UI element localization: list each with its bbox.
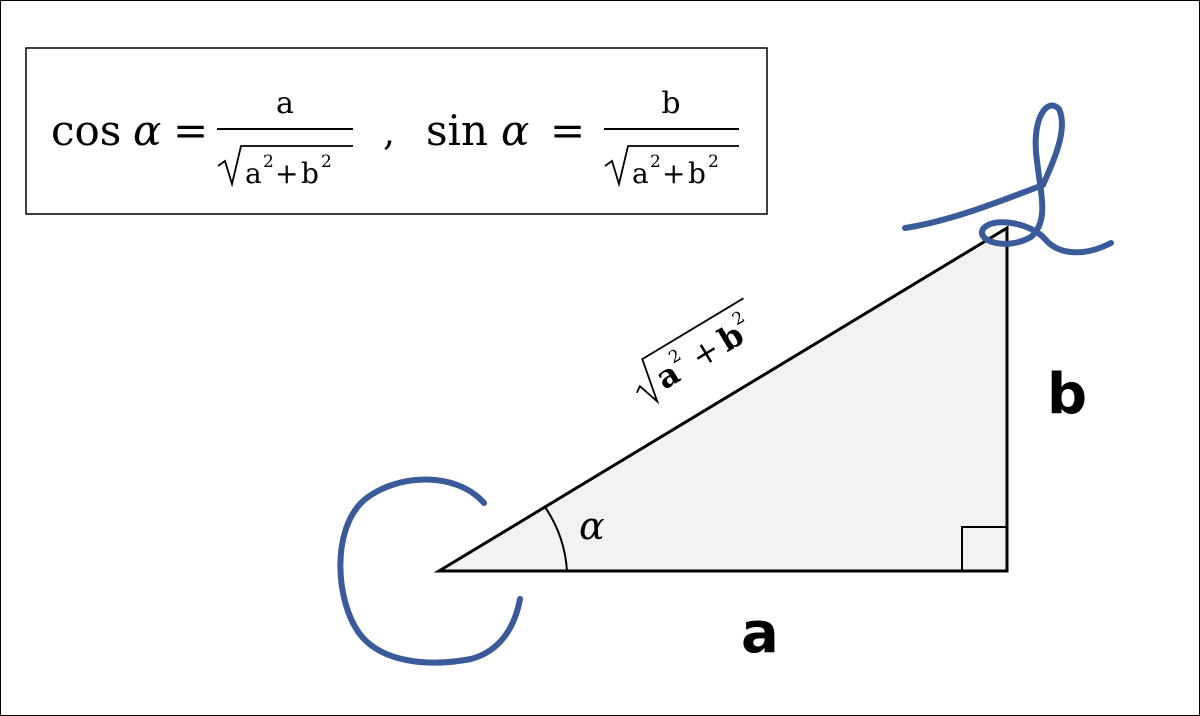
sin-function: sin — [426, 106, 488, 155]
sin-equals: = — [550, 106, 585, 155]
sin-plus: + — [662, 157, 685, 190]
sin-numerator: b — [661, 86, 680, 121]
cos-equals: = — [173, 106, 208, 155]
cos-exp-a: 2 — [263, 152, 274, 172]
sin-alpha: α — [501, 106, 529, 155]
right-triangle — [433, 225, 1009, 573]
sin-exp-b: 2 — [708, 152, 719, 172]
cos-exp-b: 2 — [321, 152, 332, 172]
side-label-b: b — [1047, 362, 1087, 427]
formula-separator: , — [383, 110, 395, 154]
right-angle-marker — [961, 526, 1008, 572]
cos-function: cos — [51, 106, 121, 155]
cos-radicand-b: b — [301, 157, 319, 190]
cos-alpha: α — [133, 106, 161, 155]
sin-radicand-a: a — [632, 157, 649, 190]
sin-sqrt-sign — [604, 145, 739, 188]
side-label-a: a — [741, 601, 779, 666]
sin-radicand-b: b — [688, 157, 706, 190]
loop-scribble — [902, 102, 1114, 256]
angle-arc — [544, 506, 568, 572]
c-shaped-scribble — [337, 476, 523, 666]
cos-radicand-a: a — [245, 157, 262, 190]
formula-box — [25, 47, 768, 215]
hypotenuse-sqrt-sign — [636, 297, 744, 405]
sin-exp-a: 2 — [650, 152, 661, 172]
cos-plus: + — [275, 157, 298, 190]
angle-label: α — [579, 504, 605, 548]
cos-sqrt-sign — [217, 145, 353, 188]
cos-numerator: a — [276, 86, 294, 121]
